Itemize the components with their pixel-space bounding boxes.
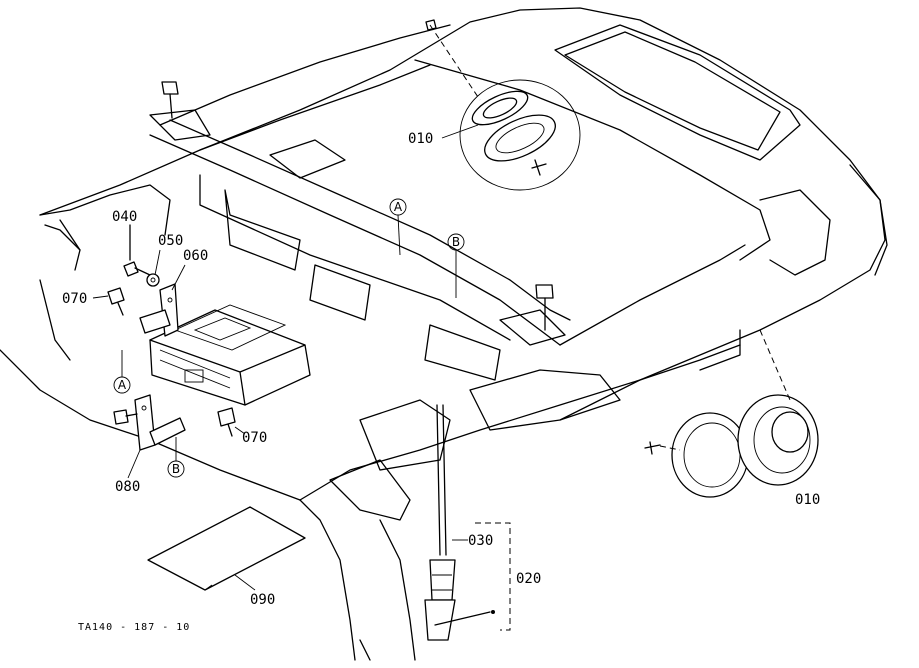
ref-b-top: B — [447, 233, 465, 298]
crossmember — [149, 109, 746, 381]
part-label-070-right: 070 — [242, 430, 267, 446]
speaker-top-label: 010 — [408, 124, 479, 147]
lower-panel — [299, 329, 741, 661]
bolt-lower-left — [113, 409, 138, 425]
bracket-060 — [139, 283, 179, 337]
part-label-080: 080 — [115, 479, 140, 495]
ref-a-left: A — [113, 350, 131, 394]
drawing-id: TA140 - 187 - 10 — [78, 622, 190, 633]
roof-panel — [39, 7, 888, 421]
bolt-040 — [123, 224, 151, 277]
left-pillar — [0, 184, 301, 501]
instruction-sheet — [147, 506, 306, 591]
svg-text:A: A — [394, 200, 403, 214]
part-label-040: 040 — [112, 209, 137, 225]
part-label-020: 020 — [516, 571, 541, 587]
bolt-070-right — [217, 407, 236, 437]
part-label-070-left: 070 — [62, 291, 87, 307]
part-label-010-right: 010 — [795, 492, 820, 508]
svg-text:B: B — [172, 462, 180, 476]
part-label-090: 090 — [250, 592, 275, 608]
part-label-060: 060 — [183, 248, 208, 264]
antenna — [424, 404, 511, 641]
svg-text:A: A — [118, 378, 127, 392]
speaker-right — [644, 329, 819, 498]
part-label-030: 030 — [468, 533, 493, 549]
speaker-top — [425, 19, 581, 191]
bolt-top-left — [161, 81, 179, 119]
bolt-mid-right — [535, 284, 554, 331]
washer-050 — [146, 273, 160, 287]
bolt-070-left — [107, 287, 125, 316]
ref-b-bottom: B — [167, 437, 185, 478]
part-label-010-top: 010 — [408, 131, 433, 147]
bracket-080 — [134, 394, 186, 451]
radio-unit — [149, 304, 311, 406]
part-label-050: 050 — [158, 233, 183, 249]
ref-a-top: A — [389, 198, 407, 256]
svg-text:B: B — [452, 235, 460, 249]
